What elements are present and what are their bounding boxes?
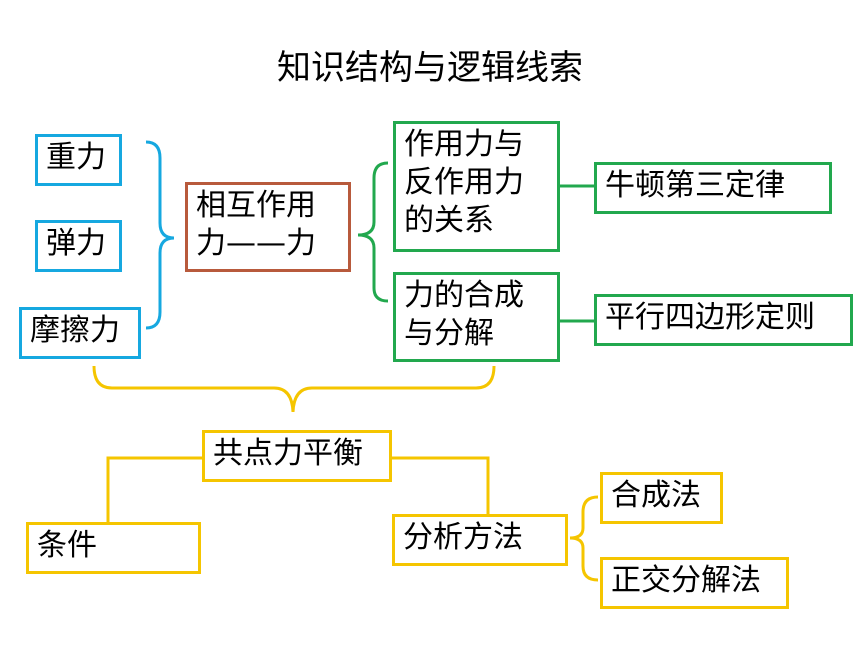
diagram-title: 知识结构与逻辑线索 xyxy=(277,48,583,88)
line-to-condition xyxy=(106,456,203,522)
node-gravity: 重力 xyxy=(35,134,122,186)
node-interaction: 相互作用 力——力 xyxy=(185,182,351,272)
brace-forces xyxy=(145,140,175,330)
brace-methods xyxy=(569,495,599,582)
node-composition: 力的合成 与分解 xyxy=(393,272,560,362)
node-parallelogram: 平行四边形定则 xyxy=(594,294,853,346)
line-to-analysis xyxy=(392,456,490,514)
node-synthesis-method: 合成法 xyxy=(600,472,723,524)
node-friction: 摩擦力 xyxy=(19,307,141,359)
node-orthogonal-method: 正交分解法 xyxy=(600,557,789,609)
node-equilibrium: 共点力平衡 xyxy=(202,430,392,482)
node-analysis: 分析方法 xyxy=(392,514,568,566)
node-action-reaction: 作用力与 反作用力 的关系 xyxy=(393,121,560,252)
node-newton-third: 牛顿第三定律 xyxy=(594,162,832,214)
brace-equilibrium xyxy=(92,365,496,413)
node-condition: 条件 xyxy=(26,522,201,574)
brace-interaction xyxy=(357,161,389,303)
node-elastic: 弹力 xyxy=(35,220,122,272)
